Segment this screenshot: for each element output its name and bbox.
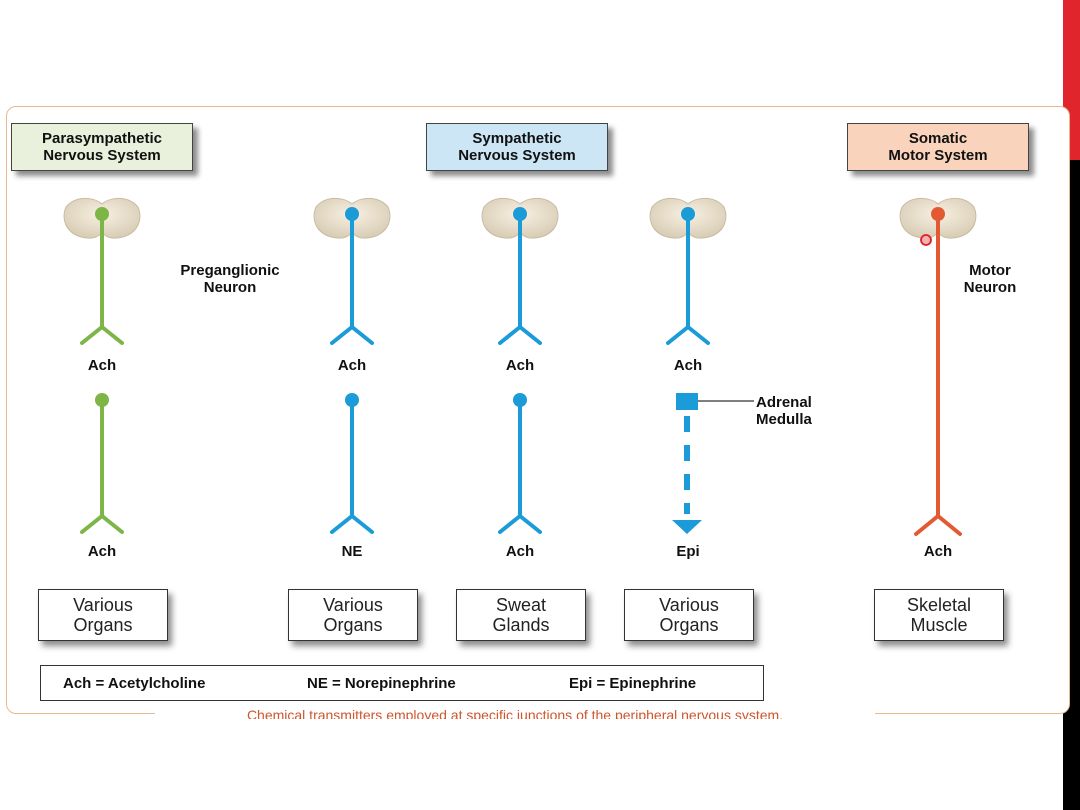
- sympathetic-preganglionic-neuron-2: [498, 212, 542, 345]
- transmitter-lower-5: Ach: [923, 543, 953, 560]
- preganglionic-neuron-label: Preganglionic Neuron: [180, 262, 280, 296]
- parasympathetic-preganglionic-soma: [95, 207, 109, 221]
- sympathetic-header: Sympathetic Nervous System: [426, 123, 608, 171]
- parasympathetic-postganglionic-soma: [95, 393, 109, 407]
- motor-neuron-label: Motor Neuron: [963, 262, 1017, 296]
- sympathetic-preganglionic-soma-3: [681, 207, 695, 221]
- parasympathetic-header: Parasympathetic Nervous System: [11, 123, 193, 171]
- sympathetic-preganglionic-neuron-3: [666, 212, 710, 345]
- sympathetic-postganglionic-neuron-1: [330, 398, 374, 534]
- transmitter-lower-4: Epi: [676, 543, 700, 560]
- parasympathetic-preganglionic-neuron: [80, 212, 124, 345]
- sympathetic-postganglionic-soma-2: [513, 393, 527, 407]
- transmitter-lower-2: NE: [341, 543, 363, 560]
- sympathetic-postganglionic-soma-1: [345, 393, 359, 407]
- target-box-2: Various Organs: [288, 589, 418, 641]
- sympathetic-preganglionic-soma-2: [513, 207, 527, 221]
- adrenal-medulla-label: Adrenal Medulla: [756, 394, 812, 428]
- epinephrine-arrowhead: [672, 520, 702, 534]
- parasympathetic-postganglionic-neuron: [80, 398, 124, 534]
- target-box-1: Various Organs: [38, 589, 168, 641]
- legend-ach: Ach = Acetylcholine: [63, 675, 206, 692]
- figure-caption: Chemical transmitters employed at specif…: [155, 707, 875, 719]
- transmitter-lower-1: Ach: [87, 543, 117, 560]
- adrenal-medulla-cell: [676, 393, 698, 410]
- somatic-motor-neuron: [914, 212, 962, 536]
- legend-ne: NE = Norepinephrine: [307, 675, 456, 692]
- target-box-5: Skeletal Muscle: [874, 589, 1004, 641]
- target-box-3: Sweat Glands: [456, 589, 586, 641]
- transmitter-upper-2: Ach: [337, 357, 367, 374]
- target-box-4: Various Organs: [624, 589, 754, 641]
- abbreviation-legend: Ach = Acetylcholine NE = Norepinephrine …: [40, 665, 764, 701]
- somatic-motor-soma: [931, 207, 945, 221]
- transmitter-lower-3: Ach: [505, 543, 535, 560]
- sympathetic-postganglionic-neuron-2: [498, 398, 542, 534]
- somatic-header: Somatic Motor System: [847, 123, 1029, 171]
- transmitter-upper-4: Ach: [673, 357, 703, 374]
- sympathetic-preganglionic-neuron-1: [330, 212, 374, 345]
- transmitter-upper-1: Ach: [87, 357, 117, 374]
- sympathetic-preganglionic-soma-1: [345, 207, 359, 221]
- transmitter-upper-3: Ach: [505, 357, 535, 374]
- cursor-marker: [920, 234, 932, 246]
- legend-epi: Epi = Epinephrine: [569, 675, 697, 692]
